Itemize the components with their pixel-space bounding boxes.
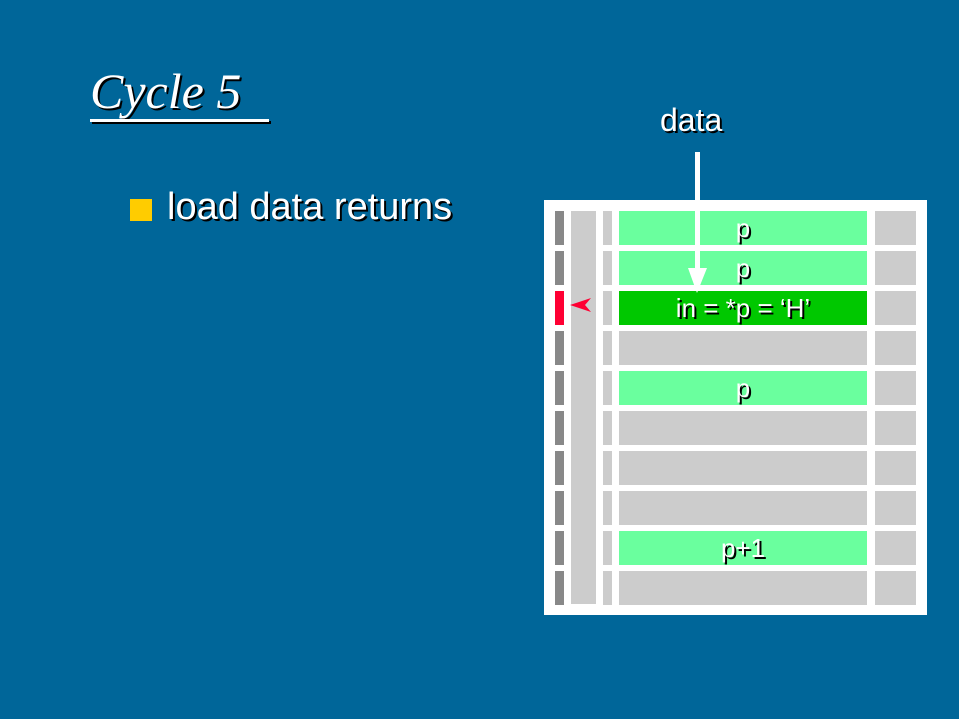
diagram-cell [603,571,612,605]
diagram-row: p [619,211,867,245]
diagram-cell [603,451,612,485]
diagram-cell [875,571,916,605]
diagram-cell [875,371,916,405]
slide-title: Cycle 5 [90,63,242,119]
diagram-cell [875,211,916,245]
row-marker [555,411,564,445]
title-underline [90,119,269,122]
row-marker [555,571,564,605]
row-marker [555,531,564,565]
diagram-row: p+1 [619,531,867,565]
diagram-cell [875,451,916,485]
row-marker [555,451,564,485]
bullet-icon [130,199,152,221]
data-arrow-label: data [660,102,723,138]
diagram-row: p [619,371,867,405]
diagram-cell [603,211,612,245]
diagram-cell [875,531,916,565]
diagram-cell [875,251,916,285]
diagram-row [619,491,867,525]
diagram-row: in = *p = ‘H’ [619,291,867,325]
diagram-cell [603,291,612,325]
diagram-cell [603,251,612,285]
diagram-row [619,331,867,365]
diagram-column [571,211,596,604]
diagram-row [619,571,867,605]
row-marker [555,331,564,365]
diagram-cell [603,531,612,565]
diagram-cell [875,491,916,525]
diagram-cell [603,331,612,365]
diagram-cell [603,411,612,445]
row-marker [555,371,564,405]
row-marker [555,491,564,525]
diagram-cell [603,371,612,405]
diagram-cell [875,291,916,325]
diagram-cell [875,411,916,445]
row-marker [555,251,564,285]
diagram-cell [603,491,612,525]
row-marker [555,291,564,325]
diagram-row: p [619,251,867,285]
data-arrow-icon [688,152,707,293]
diagram-cell [875,331,916,365]
row-marker [555,211,564,245]
diagram-row [619,451,867,485]
bullet-text: load data returns [167,186,453,228]
diagram-row [619,411,867,445]
red-pointer-icon [570,298,591,312]
